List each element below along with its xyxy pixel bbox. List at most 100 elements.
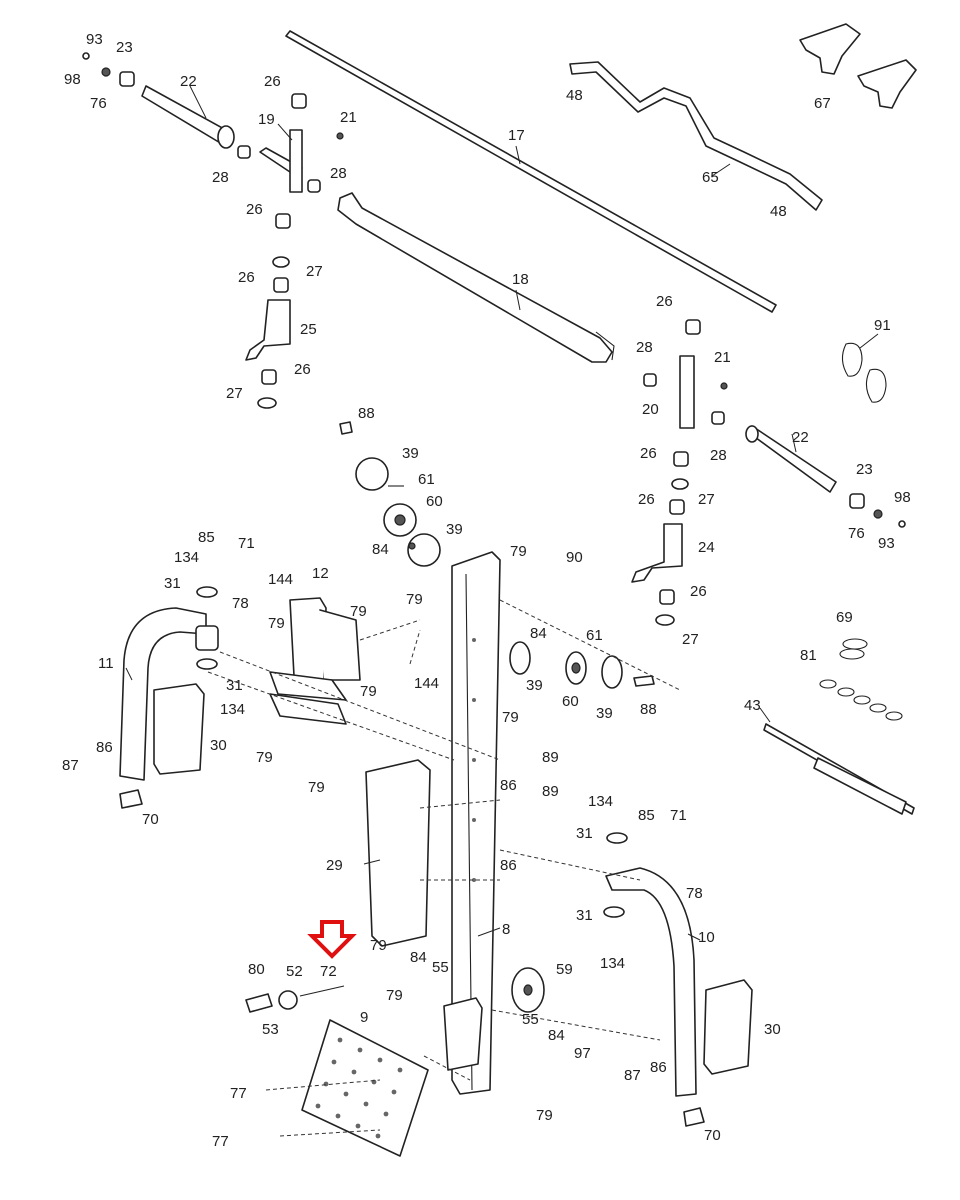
callout-134: 134 xyxy=(220,701,245,718)
callout-12: 12 xyxy=(312,565,329,582)
leader-lines xyxy=(125,85,879,941)
callout-26: 26 xyxy=(690,583,707,600)
callout-79: 79 xyxy=(510,543,527,560)
callout-8: 8 xyxy=(502,921,510,938)
callout-77: 77 xyxy=(230,1085,247,1102)
callout-28: 28 xyxy=(330,165,347,182)
callout-61: 61 xyxy=(586,627,603,644)
column-8 xyxy=(451,551,501,1095)
part-53 xyxy=(245,993,273,1013)
callout-65: 65 xyxy=(702,169,719,186)
callout-61: 61 xyxy=(418,471,435,488)
callout-93: 93 xyxy=(86,31,103,48)
callout-23: 23 xyxy=(116,39,133,56)
callout-79: 79 xyxy=(268,615,285,632)
callout-84: 84 xyxy=(410,949,427,966)
callout-134: 134 xyxy=(174,549,199,566)
pad-30-left xyxy=(153,683,205,775)
callout-97: 97 xyxy=(574,1045,591,1062)
cap-70-right xyxy=(683,1107,705,1127)
callout-20: 20 xyxy=(642,401,659,418)
callout-86: 86 xyxy=(650,1059,667,1076)
clips-91 xyxy=(841,342,887,403)
callout-27: 27 xyxy=(306,263,323,280)
callout-79: 79 xyxy=(308,779,325,796)
callout-26: 26 xyxy=(638,491,655,508)
callout-43: 43 xyxy=(744,697,761,714)
callout-53: 53 xyxy=(262,1021,279,1038)
callout-144: 144 xyxy=(414,675,439,692)
pulley-assembly-right xyxy=(509,641,655,689)
callout-88: 88 xyxy=(358,405,375,422)
callout-84: 84 xyxy=(548,1027,565,1044)
callout-60: 60 xyxy=(562,693,579,710)
callout-39: 39 xyxy=(446,521,463,538)
callout-17: 17 xyxy=(508,127,525,144)
callout-22: 22 xyxy=(180,73,197,90)
highlight-arrow xyxy=(307,920,357,959)
callout-70: 70 xyxy=(704,1127,721,1144)
callout-78: 78 xyxy=(232,595,249,612)
frame-10 xyxy=(603,832,697,1097)
callout-89: 89 xyxy=(542,749,559,766)
callout-81: 81 xyxy=(800,647,817,664)
callout-30: 30 xyxy=(764,1021,781,1038)
callout-26: 26 xyxy=(656,293,673,310)
clips-69 xyxy=(839,638,868,660)
pulley-assembly-top xyxy=(339,421,441,567)
callout-25: 25 xyxy=(300,321,317,338)
callout-69: 69 xyxy=(836,609,853,626)
callout-39: 39 xyxy=(596,705,613,722)
callout-19: 19 xyxy=(258,111,275,128)
callout-85: 85 xyxy=(638,807,655,824)
frame-11 xyxy=(119,586,219,781)
callout-88: 88 xyxy=(640,701,657,718)
callout-91: 91 xyxy=(874,317,891,334)
callout-28: 28 xyxy=(710,447,727,464)
callout-98: 98 xyxy=(64,71,81,88)
callout-89: 89 xyxy=(542,783,559,800)
callout-27: 27 xyxy=(682,631,699,648)
callout-86: 86 xyxy=(500,857,517,874)
callout-93: 93 xyxy=(878,535,895,552)
callout-60: 60 xyxy=(426,493,443,510)
curl-bar-65 xyxy=(569,61,823,211)
callout-144: 144 xyxy=(268,571,293,588)
callout-79: 79 xyxy=(406,591,423,608)
callout-87: 87 xyxy=(624,1067,641,1084)
callout-90: 90 xyxy=(566,549,583,566)
callout-10: 10 xyxy=(698,929,715,946)
callout-31: 31 xyxy=(576,907,593,924)
callout-11: 11 xyxy=(98,655,114,672)
callout-77: 77 xyxy=(212,1133,229,1150)
callout-76: 76 xyxy=(90,95,107,112)
callout-26: 26 xyxy=(246,201,263,218)
callout-134: 134 xyxy=(600,955,625,972)
arm-assembly-left xyxy=(82,52,344,409)
callout-27: 27 xyxy=(698,491,715,508)
callout-134: 134 xyxy=(588,793,613,810)
callout-79: 79 xyxy=(360,683,377,700)
callout-52: 52 xyxy=(286,963,303,980)
handle-67-b xyxy=(857,59,917,109)
callout-39: 39 xyxy=(402,445,419,462)
callout-26: 26 xyxy=(640,445,657,462)
callout-9: 9 xyxy=(360,1009,368,1026)
callout-48: 48 xyxy=(770,203,787,220)
callout-26: 26 xyxy=(294,361,311,378)
callout-72: 72 xyxy=(320,963,337,980)
cap-70-left xyxy=(119,789,143,809)
callout-59: 59 xyxy=(556,961,573,978)
callout-26: 26 xyxy=(264,73,281,90)
callout-84: 84 xyxy=(372,541,389,558)
part-72 xyxy=(299,985,345,997)
callout-85: 85 xyxy=(198,529,215,546)
callout-70: 70 xyxy=(142,811,159,828)
callout-79: 79 xyxy=(256,749,273,766)
chain-81 xyxy=(819,679,903,721)
callout-79: 79 xyxy=(386,987,403,1004)
bar-17 xyxy=(285,30,777,313)
callout-79: 79 xyxy=(370,937,387,954)
callout-87: 87 xyxy=(62,757,79,774)
assembly-lines xyxy=(207,599,681,1137)
